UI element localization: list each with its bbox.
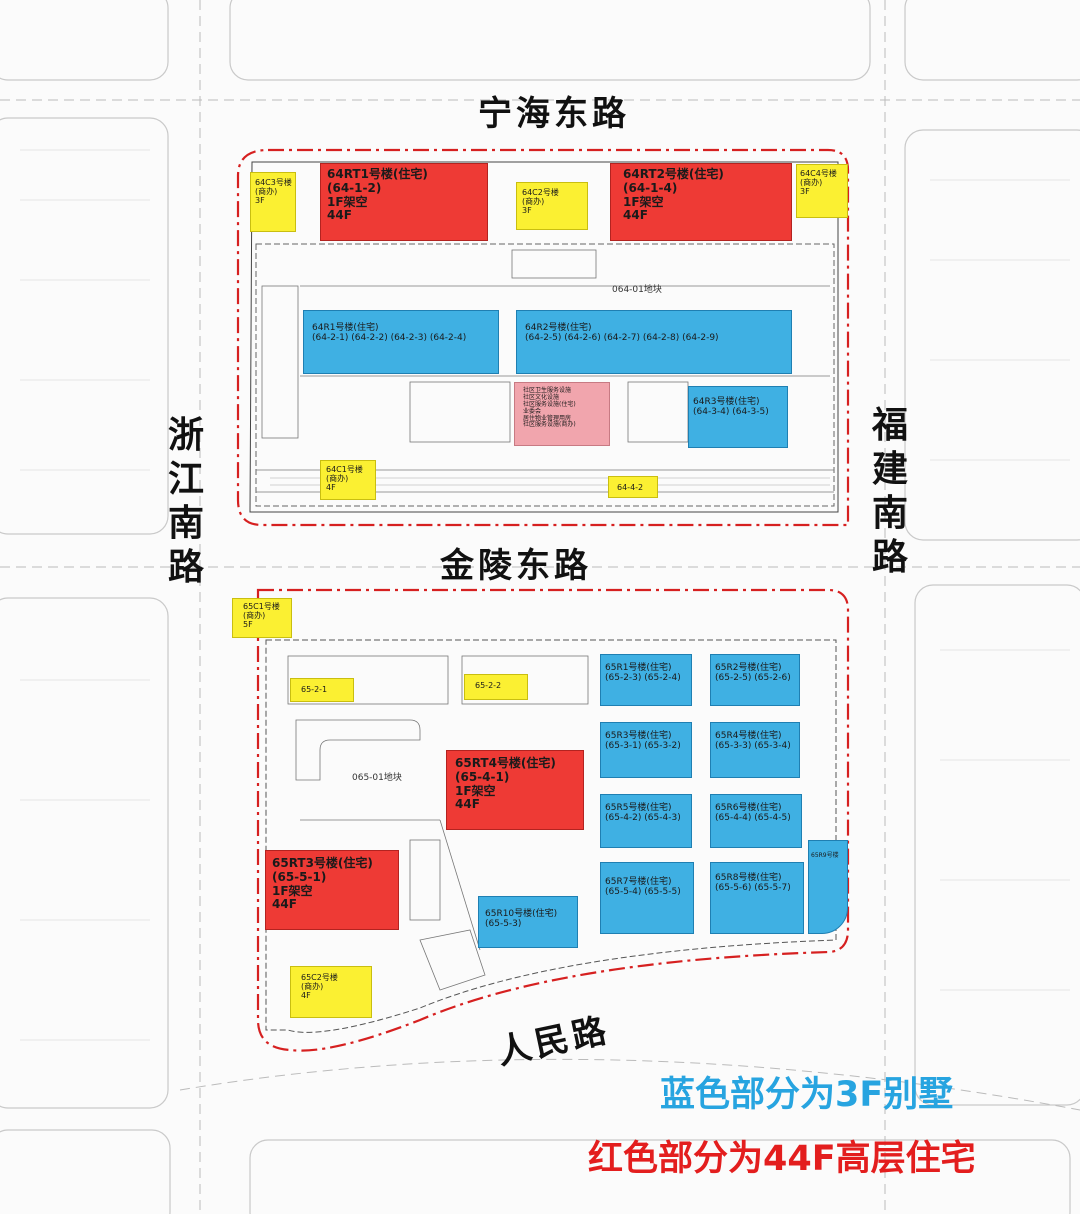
building-65c1: 65C1号楼 (商办) 5F [232, 598, 292, 638]
building-64c2: 64C2号楼 (商办) 3F [516, 182, 588, 230]
building-64c3: 64C3号楼 (商办) 3F [250, 172, 296, 232]
road-label-ningdaidong: 宁海东路 [478, 94, 630, 134]
plot-label-south: 065-01地块 [352, 773, 402, 783]
community-facilities: 社区卫生服务设施 社区文化设施 社区服务设施(住宅) 业委会 居住物业管理用房 … [514, 382, 610, 446]
building-65-2-2: 65-2-2 [464, 674, 528, 700]
building-65r5: 65R5号楼(住宅) (65-4-2) (65-4-3) [600, 794, 692, 848]
road-label-jinlingdong: 金陵东路 [440, 546, 592, 586]
building-65r3: 65R3号楼(住宅) (65-3-1) (65-3-2) [600, 722, 692, 778]
building-64rt2: 64RT2号楼(住宅) (64-1-4) 1F架空 44F [610, 163, 792, 241]
building-64r3: 64R3号楼(住宅) (64-3-4) (64-3-5) [688, 386, 788, 448]
road-label-zhejiangnan: 浙江南路 [167, 415, 204, 588]
building-65r9: 65R9号楼 [808, 840, 848, 934]
building-65r10: 65R10号楼(住宅) (65-5-3) [478, 896, 578, 948]
building-64-4-2: 64-4-2 [608, 476, 658, 498]
building-65r1: 65R1号楼(住宅) (65-2-3) (65-2-4) [600, 654, 692, 706]
legend-villa: 蓝色部分为3F别墅 [660, 1075, 954, 1115]
building-65r4: 65R4号楼(住宅) (65-3-3) (65-3-4) [710, 722, 800, 778]
building-64r2: 64R2号楼(住宅) (64-2-5) (64-2-6) (64-2-7) (6… [516, 310, 792, 374]
building-65r8: 65R8号楼(住宅) (65-5-6) (65-5-7) [710, 862, 804, 934]
building-65r2: 65R2号楼(住宅) (65-2-5) (65-2-6) [710, 654, 800, 706]
building-64c4: 64C4号楼 (商办) 3F [796, 164, 848, 218]
building-65rt4: 65RT4号楼(住宅) (65-4-1) 1F架空 44F [446, 750, 584, 830]
building-65rt3: 65RT3号楼(住宅) (65-5-1) 1F架空 44F [265, 850, 399, 930]
legend-highrise: 红色部分为44F高层住宅 [588, 1139, 976, 1179]
building-64rt1: 64RT1号楼(住宅) (64-1-2) 1F架空 44F [320, 163, 488, 241]
building-64c1: 64C1号楼 (商办) 4F [320, 460, 376, 500]
building-65r7: 65R7号楼(住宅) (65-5-4) (65-5-5) [600, 862, 694, 934]
plot-label-north: 064-01地块 [612, 285, 662, 295]
road-label-fujiannan: 福建南路 [871, 405, 908, 578]
building-65-2-1: 65-2-1 [290, 678, 354, 702]
building-65r6: 65R6号楼(住宅) (65-4-4) (65-4-5) [710, 794, 802, 848]
building-65c2: 65C2号楼 (商办) 4F [290, 966, 372, 1018]
building-64r1: 64R1号楼(住宅) (64-2-1) (64-2-2) (64-2-3) (6… [303, 310, 499, 374]
